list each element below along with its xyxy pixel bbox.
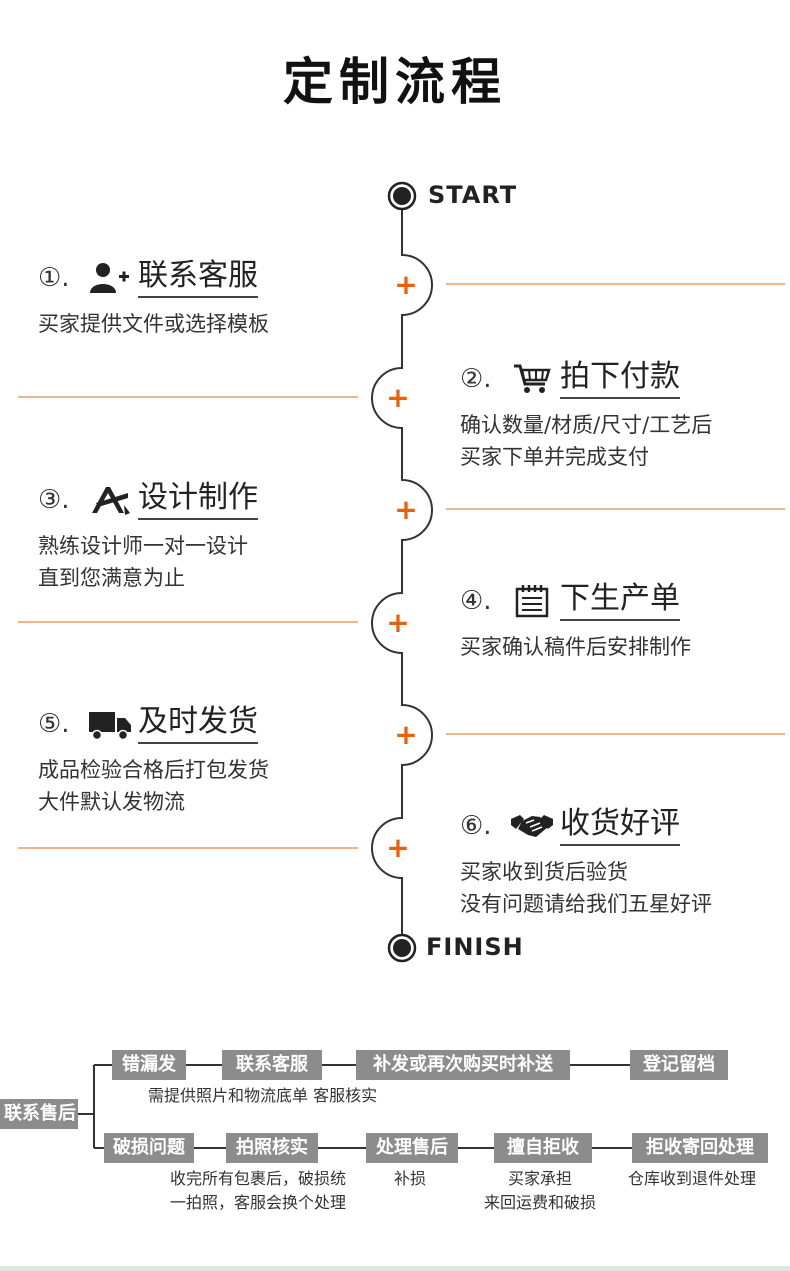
step-title: 联系客服 — [138, 258, 258, 298]
step-title: 收货好评 — [560, 806, 680, 846]
start-dot — [393, 187, 411, 205]
step-3: ③. 设计制作 熟练设计师一对一设计 直到您满意为止 — [38, 478, 258, 594]
step-desc-line: 确认数量/材质/尺寸/工艺后 — [460, 413, 713, 437]
flow-box-damage: 破损问题 — [104, 1133, 194, 1163]
step-4: ④. 下生产单 买家确认稿件后安排制作 — [460, 579, 691, 663]
add-user-icon — [88, 260, 132, 296]
step-desc-line: 买家收到货后验货 — [460, 860, 628, 884]
step-desc-line: 买家下单并完成支付 — [460, 445, 649, 469]
step-title: 及时发货 — [138, 704, 258, 744]
flow-box-register: 登记留档 — [630, 1050, 728, 1080]
flow-note-line: 买家承担 — [508, 1169, 573, 1188]
flow-note-line: 收完所有包裹后，破损统 — [170, 1169, 347, 1188]
step-title: 拍下付款 — [560, 359, 680, 399]
step-title: 下生产单 — [560, 581, 680, 621]
plus-icon: + — [394, 718, 418, 751]
plus-icon: + — [386, 381, 410, 414]
start-label: START — [428, 181, 518, 209]
step-number: ⑤. — [38, 709, 70, 739]
step-number: ②. — [460, 364, 492, 394]
flow-note-line: 仓库收到退件处理 — [628, 1169, 757, 1188]
plus-icon: + — [394, 493, 418, 526]
flow-box-resend: 补发或再次购买时补送 — [356, 1050, 570, 1080]
plus-icon: + — [394, 268, 418, 301]
flow-note-line: 一拍照，客服会换个处理 — [170, 1193, 347, 1212]
timeline-graphic — [18, 181, 785, 963]
bottom-bar — [0, 1266, 790, 1271]
flow-note: 收完所有包裹后，破损统 一拍照，客服会换个处理 — [170, 1167, 346, 1215]
step-desc-line: 大件默认发物流 — [38, 790, 185, 814]
flow-note: 补损 — [394, 1167, 426, 1191]
flow-note-line: 来回运费和破损 — [484, 1193, 597, 1212]
flow-note: 买家承担 来回运费和破损 — [484, 1167, 596, 1215]
step-number: ③. — [38, 485, 70, 515]
step-desc-line: 成品检验合格后打包发货 — [38, 758, 269, 782]
plus-icon: + — [386, 606, 410, 639]
after-sales-root: 联系售后 — [0, 1099, 78, 1129]
shopping-cart-icon — [510, 361, 554, 397]
design-tools-icon — [88, 482, 132, 518]
flow-box-return-handling: 拒收寄回处理 — [632, 1133, 768, 1163]
step-desc-line: 熟练设计师一对一设计 — [38, 534, 248, 558]
step-6: ⑥. 收货好评 买家收到货后验货 没有问题请给我们五星好评 — [460, 804, 712, 920]
step-number: ⑥. — [460, 811, 492, 841]
flow-box-contact-service: 联系客服 — [222, 1050, 322, 1080]
flow-box-unauthorized-refusal: 擅自拒收 — [494, 1133, 592, 1163]
flow-note: 仓库收到退件处理 — [628, 1167, 756, 1191]
step-number: ①. — [38, 263, 70, 293]
notepad-icon — [510, 583, 554, 619]
page-title: 定制流程 — [283, 53, 507, 111]
flow-box-photo-verify: 拍照核实 — [226, 1133, 318, 1163]
step-desc-line: 直到您满意为止 — [38, 566, 185, 590]
delivery-truck-icon — [88, 706, 132, 742]
step-desc-line: 买家确认稿件后安排制作 — [460, 635, 691, 659]
plus-icon: + — [386, 831, 410, 864]
flow-note: 需提供照片和物流底单 客服核实 — [148, 1086, 378, 1105]
step-1: ①. 联系客服 买家提供文件或选择模板 — [38, 256, 269, 340]
flow-note-line: 补损 — [394, 1169, 427, 1188]
finish-dot — [393, 939, 411, 957]
timeline-line — [371, 196, 433, 948]
step-5: ⑤. 及时发货 成品检验合格后打包发货 大件默认发物流 — [38, 702, 269, 818]
flow-box-handle: 处理售后 — [366, 1133, 458, 1163]
handshake-icon — [510, 808, 554, 844]
step-2: ②. 拍下付款 确认数量/材质/尺寸/工艺后 买家下单并完成支付 — [460, 357, 712, 473]
step-desc-line: 没有问题请给我们五星好评 — [460, 892, 712, 916]
step-desc-line: 买家提供文件或选择模板 — [38, 312, 269, 336]
finish-label: FINISH — [426, 933, 524, 961]
flow-box-wrong-missing: 错漏发 — [112, 1050, 186, 1080]
step-number: ④. — [460, 586, 492, 616]
step-title: 设计制作 — [138, 480, 258, 520]
